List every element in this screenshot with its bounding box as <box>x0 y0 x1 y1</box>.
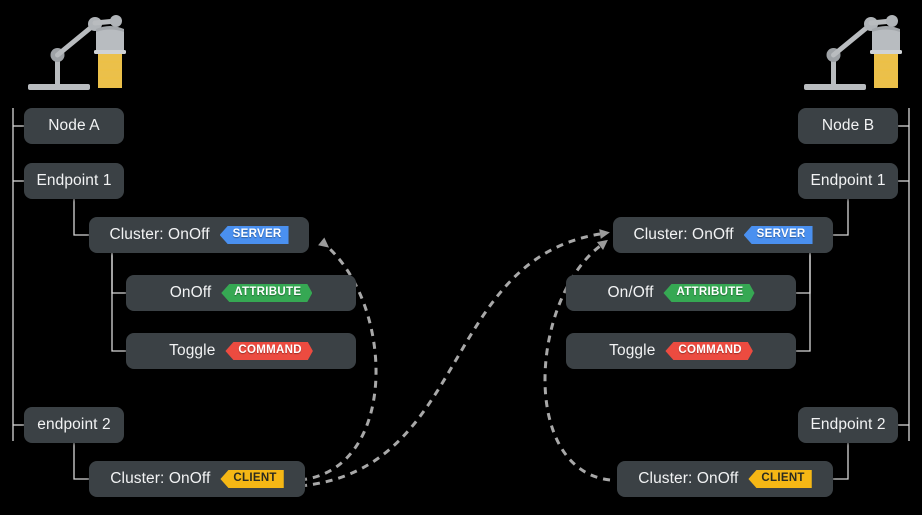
command-badge: COMMAND <box>665 342 752 360</box>
right-cluster-client-label: Cluster: OnOff <box>638 470 739 487</box>
right-attribute-box[interactable]: On/Off ATTRIBUTE <box>566 275 796 311</box>
right-endpoint-1-box[interactable]: Endpoint 1 <box>798 163 898 199</box>
desk-lamp-icon-left <box>28 15 126 90</box>
left-cluster-server-box[interactable]: Cluster: OnOff SERVER <box>89 217 309 253</box>
client-badge: CLIENT <box>748 470 812 488</box>
server-badge: SERVER <box>219 226 289 244</box>
left-command-box[interactable]: Toggle COMMAND <box>126 333 356 369</box>
right-cluster-server-label: Cluster: OnOff <box>633 226 734 243</box>
left-cluster-client-label: Cluster: OnOff <box>110 470 211 487</box>
left-endpoint-1-label: Endpoint 1 <box>36 172 112 189</box>
right-cluster-server-box[interactable]: Cluster: OnOff SERVER <box>613 217 833 253</box>
node-a-label: Node A <box>48 117 100 134</box>
server-badge: SERVER <box>743 226 813 244</box>
right-command-box[interactable]: Toggle COMMAND <box>566 333 796 369</box>
left-endpoint-1-box[interactable]: Endpoint 1 <box>24 163 124 199</box>
left-command-label: Toggle <box>169 342 216 359</box>
left-attribute-label: OnOff <box>169 284 212 301</box>
right-cluster-client-box[interactable]: Cluster: OnOff CLIENT <box>617 461 833 497</box>
right-endpoint-2-box[interactable]: Endpoint 2 <box>798 407 898 443</box>
node-b-label: Node B <box>821 117 875 134</box>
left-cluster-server-label: Cluster: OnOff <box>109 226 210 243</box>
node-a-box[interactable]: Node A <box>24 108 124 144</box>
left-endpoint-2-label: endpoint 2 <box>37 416 111 433</box>
right-endpoint-1-label: Endpoint 1 <box>810 172 886 189</box>
right-attribute-label: On/Off <box>607 284 654 301</box>
attribute-badge: ATTRIBUTE <box>663 284 754 302</box>
right-endpoint-2-label: Endpoint 2 <box>810 416 886 433</box>
desk-lamp-icon-right <box>804 15 902 90</box>
left-endpoint-2-box[interactable]: endpoint 2 <box>24 407 124 443</box>
attribute-badge: ATTRIBUTE <box>221 284 312 302</box>
client-badge: CLIENT <box>220 470 284 488</box>
node-b-box[interactable]: Node B <box>798 108 898 144</box>
left-cluster-client-box[interactable]: Cluster: OnOff CLIENT <box>89 461 305 497</box>
left-attribute-box[interactable]: OnOff ATTRIBUTE <box>126 275 356 311</box>
right-command-label: Toggle <box>609 342 656 359</box>
command-badge: COMMAND <box>225 342 312 360</box>
